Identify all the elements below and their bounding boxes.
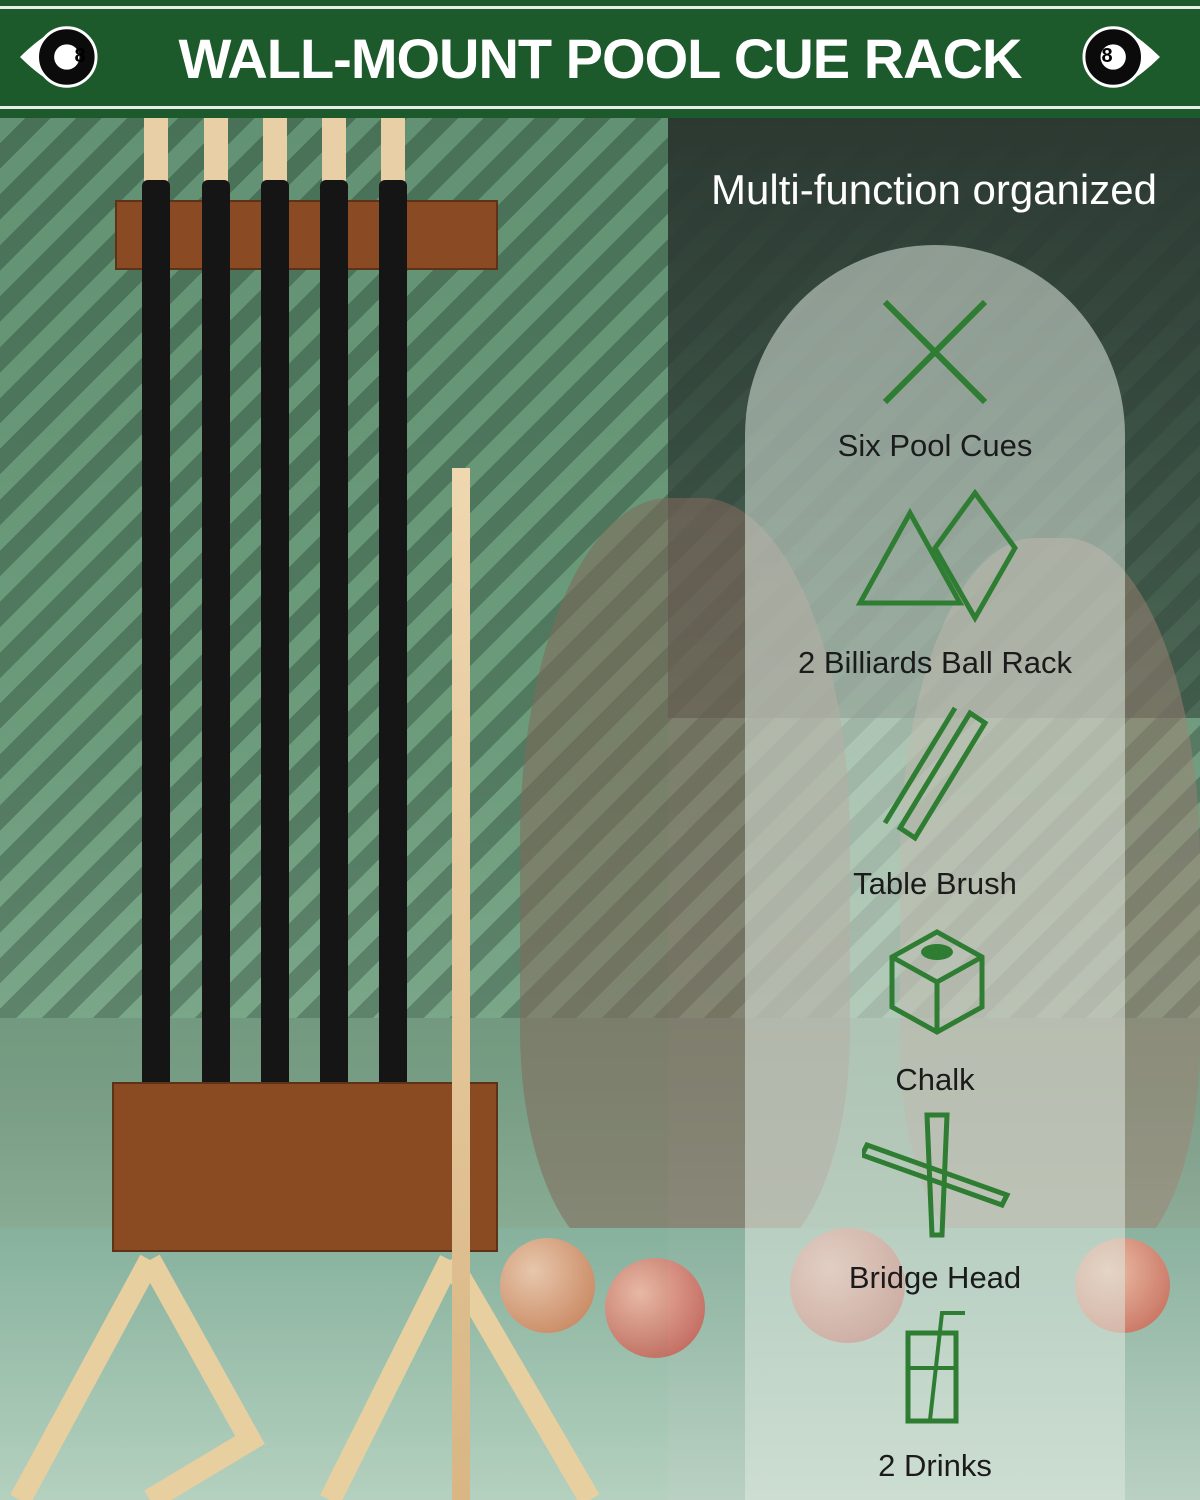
- chalk-icon: [889, 929, 985, 1035]
- pool-ball: [605, 1258, 705, 1358]
- drink-icon: [905, 1311, 965, 1424]
- feature-label: 2 Billiards Ball Rack: [798, 645, 1072, 680]
- eight-ball-number: 8: [74, 45, 86, 67]
- bridge-head-icon: [862, 1112, 1011, 1238]
- pool-cue: [202, 180, 230, 1090]
- feature-pill: [745, 245, 1125, 1500]
- pool-cue: [320, 180, 348, 1090]
- wall-rack-bar: [115, 200, 498, 270]
- eight-ball-icon: [1082, 26, 1160, 88]
- eight-ball-icon: [20, 26, 98, 88]
- crossed-cues-icon: [882, 299, 988, 405]
- feature-label: 2 Drinks: [878, 1448, 992, 1483]
- eight-ball-number: 8: [1101, 45, 1113, 67]
- page-title: WALL-MOUNT POOL CUE RACK: [178, 27, 1023, 90]
- panel-subtitle: Multi-function organized: [711, 166, 1157, 213]
- ball-racks-icon: [855, 488, 1018, 623]
- single-cue: [452, 468, 470, 1500]
- pool-cue: [142, 180, 170, 1090]
- feature-label: Six Pool Cues: [837, 428, 1033, 463]
- pool-cue: [261, 180, 289, 1090]
- header-banner: 8 WALL-MOUNT POOL CUE RACK 8: [0, 0, 1200, 118]
- rack-base: [112, 1082, 498, 1252]
- feature-label: Table Brush: [853, 866, 1017, 901]
- ball-rack-frames: [10, 1254, 600, 1500]
- pool-cue: [379, 180, 407, 1090]
- brush-icon: [882, 706, 989, 842]
- header-border-bottom: [0, 106, 1200, 109]
- pool-ball: [500, 1238, 595, 1333]
- header-border-top: [0, 6, 1200, 9]
- feature-label: Bridge Head: [848, 1260, 1022, 1295]
- feature-label: Chalk: [895, 1062, 975, 1097]
